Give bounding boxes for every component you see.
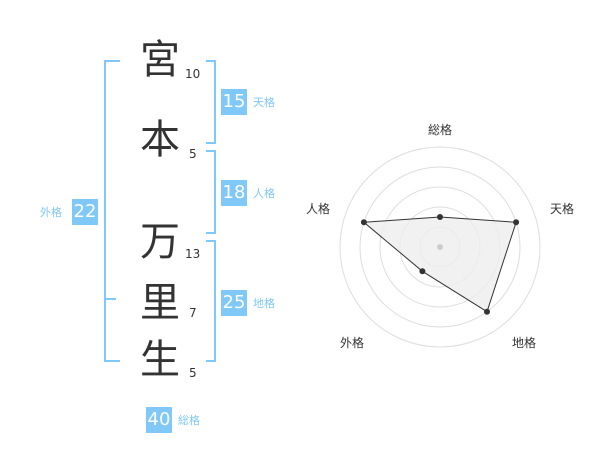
radar-point-2 [484, 308, 490, 315]
stroke-count-1: 10 [185, 67, 201, 81]
radar-grid-ring-4 [359, 166, 521, 328]
jinkaku-value: 18 [221, 180, 247, 206]
name-char-1: 宮 [140, 37, 180, 83]
radar-point-3 [419, 268, 426, 275]
tenkaku-label: 天格 [253, 96, 275, 109]
radar-axis-label-2: 地格 [511, 336, 536, 350]
gaikaku-label: 外格 [40, 206, 62, 219]
radar-axis-label-0: 総格 [427, 123, 452, 137]
name-char-3: 万 [140, 219, 180, 265]
stroke-count-4: 7 [189, 306, 197, 320]
stroke-count-5: 5 [189, 366, 197, 380]
name-char-5: 生 [140, 337, 180, 383]
stroke-count-2: 5 [189, 147, 197, 161]
stroke-count-3: 13 [185, 247, 201, 261]
soukaku-value: 40 [146, 407, 172, 433]
radar-center-dot [437, 244, 443, 250]
jinkaku-label: 人格 [253, 187, 275, 200]
radar-data-polygon [362, 216, 517, 313]
gaikaku-bracket [104, 60, 120, 362]
chikaku-value: 25 [221, 290, 247, 316]
radar-axis-label-3: 外格 [339, 336, 364, 350]
name-char-4: 里 [140, 280, 180, 326]
radar-axis-label-4: 人格 [305, 202, 330, 216]
tenkaku-value: 15 [221, 89, 247, 115]
radar-axis-label-1: 天格 [549, 202, 574, 216]
chikaku-bracket [206, 240, 216, 362]
tenkaku-bracket [206, 60, 216, 144]
gaikaku-value: 22 [72, 199, 98, 225]
radar-grid-ring-5 [339, 146, 541, 348]
gaikaku-bracket-tick [106, 298, 116, 300]
chikaku-label: 地格 [253, 297, 275, 310]
radar-point-4 [360, 219, 367, 226]
radar-point-1 [513, 219, 520, 226]
name-char-2: 本 [140, 117, 180, 163]
radar-point-0 [437, 214, 443, 220]
jinkaku-bracket [206, 150, 216, 234]
soukaku-label: 総格 [178, 414, 200, 427]
